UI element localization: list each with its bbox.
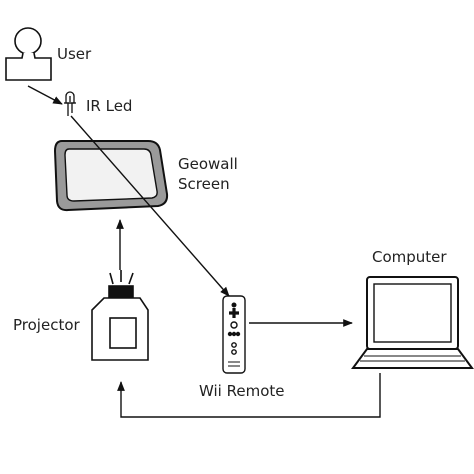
user-icon (5, 27, 52, 81)
computer-laptop-icon (351, 276, 474, 369)
computer-label: Computer (372, 248, 447, 266)
geowall-screen-icon (53, 140, 169, 212)
user-label: User (57, 45, 92, 63)
ir-led-label: IR Led (86, 97, 132, 115)
user-to-led-arrow (27, 85, 63, 105)
projector-icon (91, 270, 149, 361)
computer-to-projector-arrow (117, 373, 381, 418)
wii-remote-icon (222, 295, 246, 374)
ir-beam-arrow (70, 115, 230, 297)
screen-label-line2: Screen (178, 175, 230, 193)
projector-label: Projector (13, 316, 80, 334)
ir-led-icon (64, 91, 76, 116)
wii-remote-label: Wii Remote (199, 382, 284, 400)
screen-label-line1: Geowall (178, 155, 238, 173)
